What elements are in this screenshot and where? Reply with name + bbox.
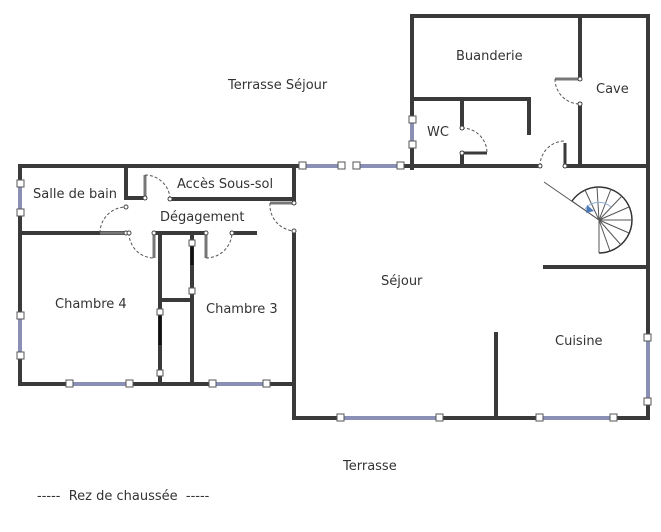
label-terrasse-sejour: Terrasse Séjour xyxy=(227,78,328,93)
window-handle xyxy=(352,161,361,170)
window-handle xyxy=(16,351,25,360)
windows xyxy=(16,115,652,422)
sliding-door-handle xyxy=(156,369,164,377)
label-wc: WC xyxy=(427,125,449,140)
sliding-door-handle xyxy=(188,287,196,295)
window-handle xyxy=(298,161,307,170)
window-handle xyxy=(643,397,652,406)
window-handle xyxy=(125,379,134,388)
window-handle xyxy=(535,413,544,422)
label-terrasse: Terrasse xyxy=(342,459,397,474)
window-handle xyxy=(16,179,25,188)
window-handle xyxy=(336,413,345,422)
window-handle xyxy=(609,413,618,422)
label-acces-sous-sol: Accès Sous-sol xyxy=(177,177,273,192)
window-handle xyxy=(435,413,444,422)
window-handle xyxy=(408,140,417,149)
room-labels: Terrasse Séjour Buanderie Cave WC Salle … xyxy=(33,49,629,504)
label-sejour: Séjour xyxy=(381,274,423,289)
label-cuisine: Cuisine xyxy=(555,334,603,349)
stair-direction-arrow-icon xyxy=(586,205,594,213)
label-chambre-3: Chambre 3 xyxy=(206,302,278,317)
window-handle xyxy=(208,379,217,388)
sliding-door-handle xyxy=(156,308,164,316)
window-handle xyxy=(408,115,417,124)
window-handle xyxy=(65,379,74,388)
doors xyxy=(99,76,583,259)
spiral-staircase xyxy=(543,181,633,254)
sdb-divider-wall xyxy=(124,164,147,200)
wc-top-wall xyxy=(410,97,531,135)
label-salle-de-bain: Salle de bain xyxy=(33,187,117,202)
sejour-outer-wall xyxy=(292,164,650,420)
left-wing-outer-wall xyxy=(18,164,296,386)
window-handle xyxy=(337,161,346,170)
sliding-door-handle xyxy=(188,239,196,247)
label-chambre-4: Chambre 4 xyxy=(55,297,127,312)
window-handle xyxy=(643,333,652,342)
label-cave: Cave xyxy=(596,82,629,97)
upper-block-outer-wall xyxy=(410,14,650,170)
label-degagement: Dégagement xyxy=(160,210,244,225)
label-buanderie: Buanderie xyxy=(456,49,523,64)
window-handle xyxy=(16,208,25,217)
window-handle xyxy=(16,311,25,320)
floor-caption: ----- Rez de chaussée ----- xyxy=(37,489,210,504)
window-handle xyxy=(396,161,405,170)
window-handle xyxy=(262,379,271,388)
walls xyxy=(18,14,650,420)
